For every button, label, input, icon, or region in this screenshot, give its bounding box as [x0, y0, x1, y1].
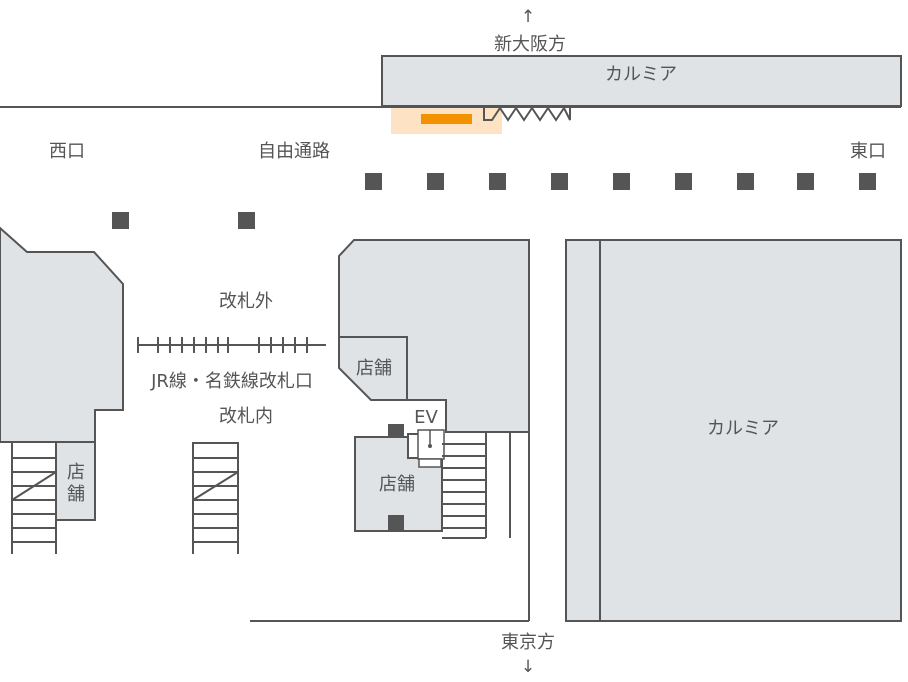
pillar: [551, 173, 568, 190]
label-elevator: EV: [414, 407, 438, 428]
label-shop-center-lower: 店舗: [379, 474, 415, 495]
label-kalmia-right: カルミア: [707, 418, 779, 439]
pillar: [737, 173, 754, 190]
highlight-bar: [421, 114, 472, 124]
direction-tokyo: 東京方: [501, 632, 555, 653]
arrow-up-icon: ↑: [521, 7, 535, 27]
pillar: [427, 173, 444, 190]
label-outside-gates: 改札外: [219, 291, 273, 312]
ticket-gates: [137, 337, 326, 353]
building-center: [338, 239, 530, 433]
label-shop-center-upper: 店舗: [356, 358, 392, 379]
pillar: [797, 173, 814, 190]
label-west-exit: 西口: [49, 141, 85, 162]
pillars-row: [112, 173, 876, 229]
label-east-exit: 東口: [850, 141, 886, 162]
stairs-right: [442, 432, 511, 539]
stairs-left: [11, 442, 57, 554]
direction-shin-osaka: 新大阪方: [494, 34, 566, 55]
shop-left: [55, 441, 96, 521]
pillar: [238, 212, 255, 229]
label-kalmia-top: カルミア: [605, 64, 677, 85]
pillar: [365, 173, 382, 190]
label-shop-left-2: 舗: [67, 484, 85, 505]
shop-center-upper: [338, 336, 408, 401]
stairs-middle: [192, 442, 239, 554]
pillar: [112, 212, 129, 229]
label-free-passage: 自由通路: [258, 141, 330, 162]
building-kalmia-right: [565, 239, 902, 622]
building-kalmia-top: [381, 55, 902, 107]
pillar: [675, 173, 692, 190]
pillar: [613, 173, 630, 190]
pillar: [489, 173, 506, 190]
pillar: [388, 424, 404, 438]
label-inside-gates: 改札内: [219, 406, 273, 427]
label-gate-name: JR線・名鉄線改札口: [150, 371, 313, 392]
arrow-down-icon: ↓: [521, 657, 535, 677]
shutter-gate: [483, 106, 571, 122]
label-shop-left-1: 店: [67, 462, 85, 483]
pillar: [859, 173, 876, 190]
pillar: [388, 515, 404, 531]
